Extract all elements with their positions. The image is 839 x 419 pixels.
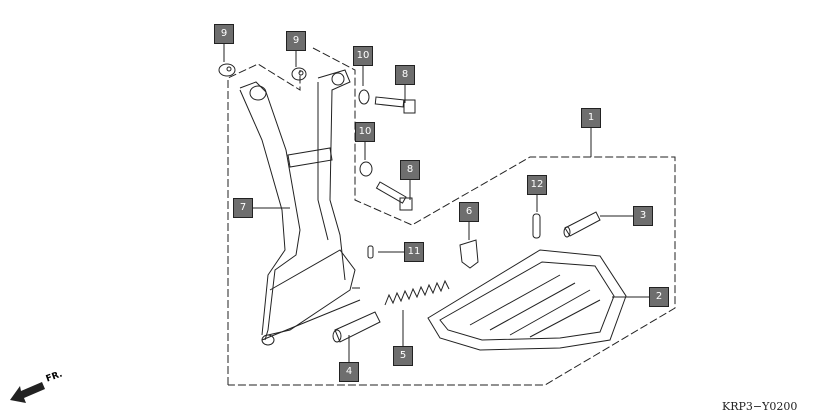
part-8-bolt	[374, 96, 416, 114]
part-6-bracket	[459, 239, 479, 269]
part-3-pin	[563, 211, 601, 238]
part-4-pivot-pin	[332, 311, 381, 343]
part-7-stand-frame	[239, 69, 361, 346]
part-8-bolt-2	[375, 181, 413, 211]
part-11-pin	[367, 245, 374, 259]
callout-8-lower[interactable]: 8	[400, 160, 420, 180]
callout-8[interactable]: 8	[395, 65, 415, 85]
part-9-nut	[218, 63, 236, 77]
part-5-spring	[384, 279, 450, 306]
group-outline-bolts	[228, 47, 676, 386]
callout-7[interactable]: 7	[233, 198, 253, 218]
callout-10[interactable]: 10	[353, 46, 373, 66]
callout-9-right[interactable]: 9	[286, 31, 306, 51]
callout-9[interactable]: 9	[214, 24, 234, 44]
callout-2[interactable]: 2	[649, 287, 669, 307]
part-9-nut-2	[291, 67, 307, 81]
part-2-footpeg	[427, 249, 627, 351]
callout-4[interactable]: 4	[339, 362, 359, 382]
callout-5[interactable]: 5	[393, 346, 413, 366]
part-10-washer	[358, 89, 370, 105]
front-direction-arrow-icon	[10, 382, 45, 403]
callout-1[interactable]: 1	[581, 108, 601, 128]
callout-6[interactable]: 6	[459, 202, 479, 222]
callout-10-lower[interactable]: 10	[355, 122, 375, 142]
part-10-washer-2	[359, 161, 373, 177]
callout-3[interactable]: 3	[633, 206, 653, 226]
group-outline-frame	[227, 63, 301, 385]
callout-12[interactable]: 12	[527, 175, 547, 195]
callout-11[interactable]: 11	[404, 242, 424, 262]
part-12-pin	[532, 213, 541, 239]
diagram-code: KRP3−Y0200	[722, 400, 798, 413]
